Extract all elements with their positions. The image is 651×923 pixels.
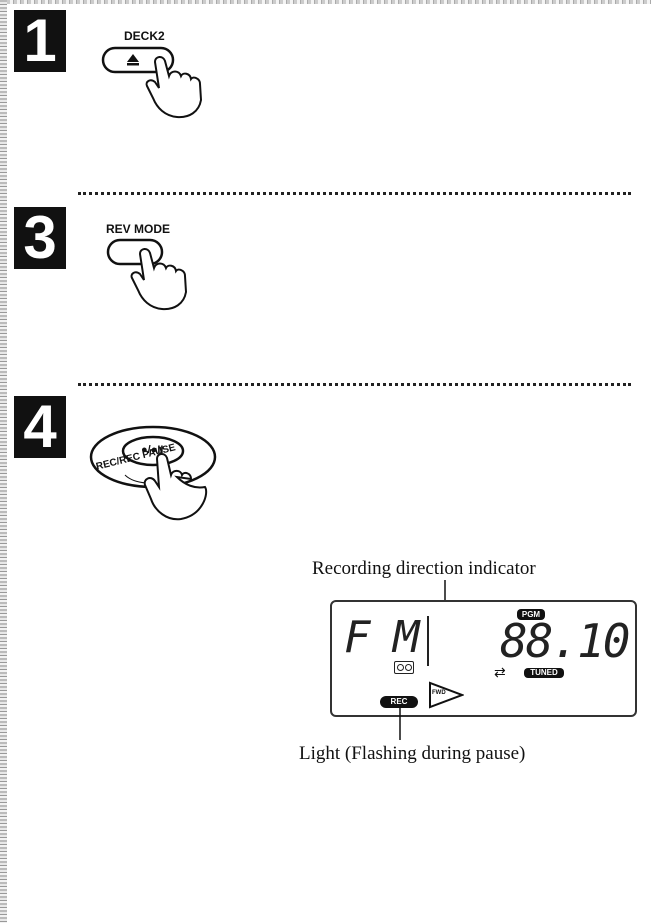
direction-indicator-caption: Recording direction indicator: [312, 558, 536, 579]
fwd-direction-indicator: [429, 681, 464, 709]
tape-icon: [394, 661, 414, 674]
tuned-badge: TUNED: [524, 668, 564, 678]
rev-mode-label: REV MODE: [106, 222, 171, 236]
rec-pause-button[interactable]: [85, 415, 235, 525]
deck2-eject-button[interactable]: [95, 40, 225, 120]
lcd-separator: [427, 616, 429, 666]
deck2-label: DECK2: [124, 29, 165, 43]
step-number-4: 4: [14, 396, 66, 458]
frequency-readout: 88.10: [500, 614, 630, 668]
rev-mode-button[interactable]: [100, 232, 230, 312]
rec-indicator-light: REC: [380, 696, 418, 708]
step-divider: [78, 192, 631, 195]
step-divider: [78, 383, 631, 386]
light-caption: Light (Flashing during pause): [299, 743, 526, 764]
pgm-badge: PGM: [517, 609, 545, 620]
light-leader-line: [399, 708, 401, 740]
reverse-mode-icon: ⇄: [494, 664, 506, 680]
band-readout: F M: [344, 612, 419, 663]
lcd-display: F M PGM 88.10 ⇄ TUNED REC FWD: [330, 600, 637, 717]
scan-edge-top: [0, 0, 651, 4]
step-number-1: 1: [14, 10, 66, 72]
fwd-label: FWD: [432, 690, 446, 696]
step-number-3: 3: [14, 207, 66, 269]
rec-pause-symbol: ●/●II: [141, 444, 164, 456]
scan-edge-left: [0, 0, 7, 923]
